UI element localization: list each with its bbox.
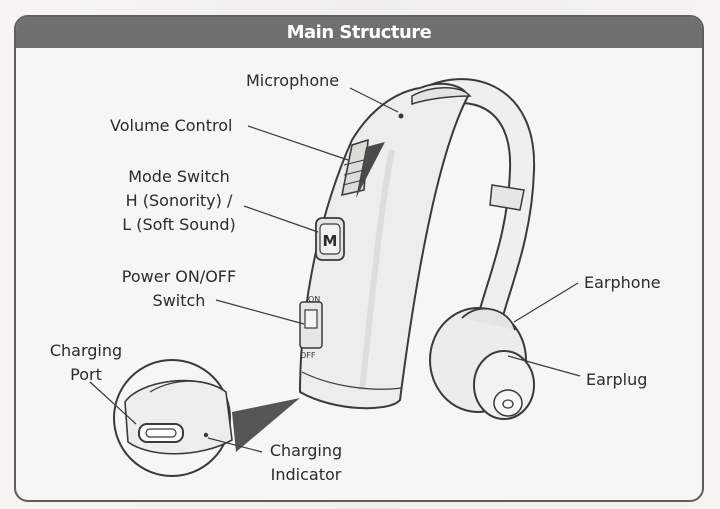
label-earplug: Earplug (586, 370, 647, 389)
leader-volume (247, 125, 349, 161)
leader-indicator (207, 437, 263, 453)
leader-earphone (513, 282, 579, 323)
label-mode-switch-2: H (Sonority) / (126, 191, 233, 210)
diagram-title: Main Structure (286, 22, 432, 43)
label-power-1: Power ON/OFF (122, 267, 236, 286)
label-charging-indicator-2: Indicator (271, 465, 342, 484)
label-microphone: Microphone (246, 71, 339, 90)
power-switch: ON OFF (299, 295, 323, 360)
label-charging-indicator-1: Charging (270, 441, 342, 460)
mode-button: M (315, 217, 345, 261)
label-earphone: Earphone (584, 273, 661, 292)
ear-hook (417, 78, 536, 331)
switch-off-mark: OFF (300, 351, 316, 360)
charging-indicator-led (203, 432, 209, 438)
leader-mode (243, 205, 319, 233)
leader-microphone (349, 87, 399, 113)
switch-on-mark: ON (308, 295, 320, 304)
leader-power (215, 299, 305, 325)
leader-lines (89, 87, 581, 453)
device-body (298, 82, 472, 410)
label-mode-switch-1: Mode Switch (128, 167, 230, 186)
label-charging-port-1: Charging (50, 341, 122, 360)
title-bar: Main Structure (16, 17, 702, 48)
label-mode-switch-3: L (Soft Sound) (122, 215, 236, 234)
leader-earplug (507, 355, 581, 377)
earphone-group (429, 307, 535, 420)
label-charging-port-2: Port (70, 365, 102, 384)
leader-port (89, 381, 137, 425)
microphone-hole (398, 113, 404, 119)
charging-port-callout (113, 359, 300, 477)
label-power-2: Switch (153, 291, 206, 310)
label-volume-control: Volume Control (110, 116, 232, 135)
mode-button-letter: M (323, 232, 338, 250)
volume-wheel (340, 138, 385, 198)
